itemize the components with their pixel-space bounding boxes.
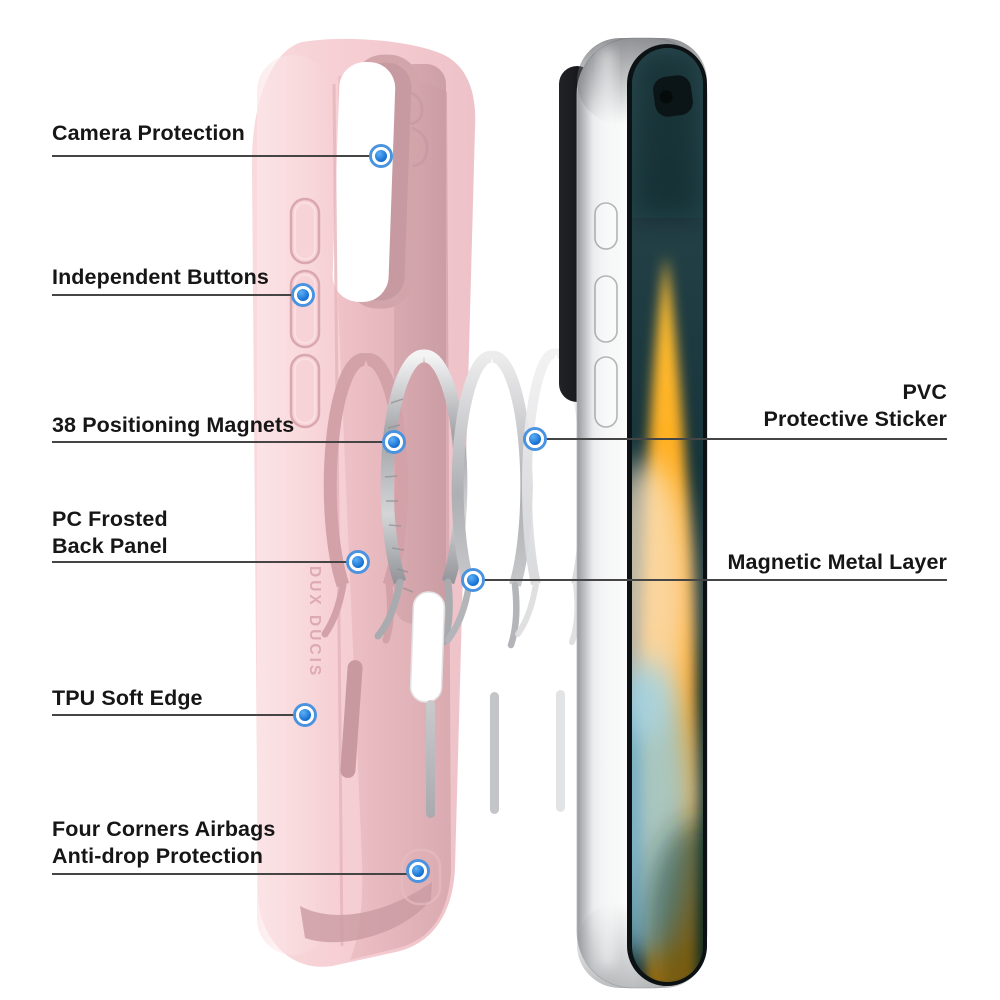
- callout-label-tpu-soft-edge: TPU Soft Edge: [52, 685, 203, 712]
- callout-label-independent-buttons: Independent Buttons: [52, 264, 269, 291]
- screen-wallpaper: [632, 48, 703, 982]
- callout-text: Back Panel: [52, 534, 168, 558]
- callout-label-magnetic-metal-layer: Magnetic Metal Layer: [728, 549, 947, 576]
- case-speaker-slot: [340, 660, 363, 778]
- callout-line-pc-frosted-back-panel: [52, 561, 358, 563]
- callout-text: Independent Buttons: [52, 265, 269, 289]
- case-brand-text: DUX DUCIS: [306, 566, 323, 678]
- phone-action-button: [594, 202, 618, 250]
- callout-label-positioning-magnets: 38 Positioning Magnets: [52, 412, 294, 439]
- callout-label-camera-protection: Camera Protection: [52, 120, 245, 147]
- callout-dot-icon: [296, 706, 314, 724]
- case-button-3: [289, 353, 321, 429]
- callout-line-positioning-magnets: [52, 441, 394, 443]
- callout-text: 38 Positioning Magnets: [52, 413, 295, 437]
- case-button-1: [289, 197, 321, 265]
- callout-line-tpu-soft-edge: [52, 714, 305, 716]
- callout-line-camera-protection: [52, 155, 381, 157]
- callout-text: TPU Soft Edge: [52, 686, 203, 710]
- phone-graphic: [559, 37, 708, 989]
- corner-airbag-emboss: [400, 848, 442, 906]
- callout-dot-icon: [409, 862, 427, 880]
- callout-dot-icon: [526, 430, 544, 448]
- callout-line-four-corners-airbags: [52, 873, 418, 875]
- callout-line-pvc-protective-sticker: [535, 438, 947, 440]
- callout-dot-icon: [385, 433, 403, 451]
- dynamic-island: [653, 75, 693, 117]
- callout-line-magnetic-metal-layer: [473, 579, 947, 581]
- callout-dot-icon: [372, 147, 390, 165]
- callout-label-four-corners-airbags: Four Corners Airbags Anti-drop Protectio…: [52, 816, 275, 870]
- phone-volume-up-button: [594, 275, 618, 343]
- callout-label-pc-frosted-back-panel: PC Frosted Back Panel: [52, 506, 168, 560]
- callout-text: PVC: [902, 380, 947, 404]
- callout-text: Four Corners Airbags: [52, 817, 276, 841]
- callout-text: Protective Sticker: [763, 407, 947, 431]
- callout-label-pvc-protective-sticker: PVC Protective Sticker: [764, 379, 947, 433]
- callout-dot-icon: [464, 571, 482, 589]
- camera-cutout: [332, 54, 420, 309]
- callout-line-independent-buttons: [52, 294, 303, 296]
- callout-text: Camera Protection: [52, 121, 245, 145]
- callout-dot-icon: [349, 553, 367, 571]
- alignment-magnet-bars: [409, 591, 565, 818]
- callout-dot-icon: [294, 286, 312, 304]
- phone-side-buttons: [594, 202, 618, 428]
- callout-text: Magnetic Metal Layer: [727, 550, 947, 574]
- phone-volume-down-button: [594, 356, 618, 428]
- callout-text: Anti-drop Protection: [52, 844, 264, 868]
- callout-text: PC Frosted: [52, 507, 168, 531]
- case-graphic: DUX DUCIS: [251, 38, 476, 967]
